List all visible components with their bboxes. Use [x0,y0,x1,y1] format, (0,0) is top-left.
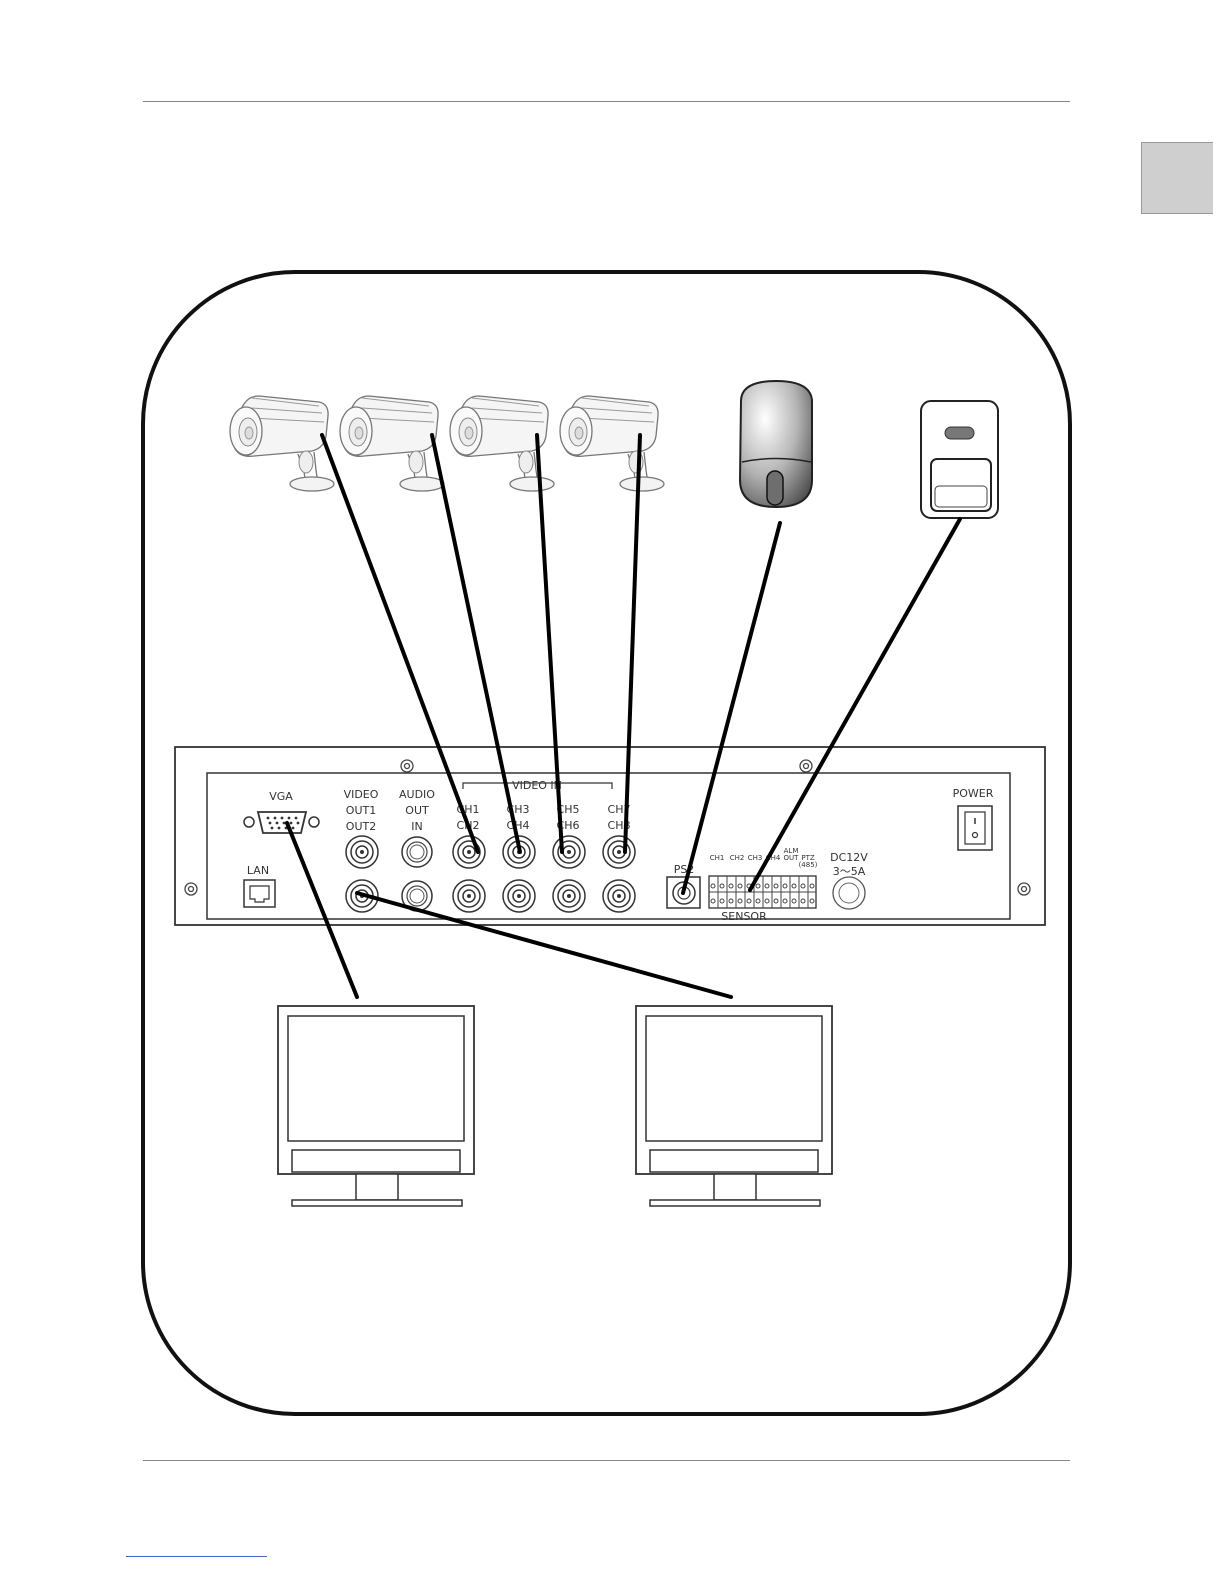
video-in-ch2-port[interactable] [453,880,485,912]
video-in-ch1-port[interactable] [453,836,485,868]
bullet-camera-icon [560,396,664,491]
alm-out-label: OUT [784,854,800,862]
sensor-ch3-label: CH3 [748,854,763,862]
sensor-switch-icon [921,401,998,518]
sensor-ch1-label: CH1 [710,854,725,862]
power-switch[interactable] [958,806,992,850]
bullet-camera-icon [340,396,444,491]
bullet-camera-icon [230,396,334,491]
ptz-485-label: (485) [799,861,818,869]
audio-label-2: OUT [405,804,429,817]
monitor-icon [636,1006,832,1206]
video-out-label-3: OUT2 [346,820,376,833]
mouse-icon [740,381,812,507]
ch4-label: CH4 [507,819,530,832]
video-out1-port[interactable] [346,836,378,868]
lan-label: LAN [247,864,269,877]
dc-label: DC12V [830,851,868,864]
monitor-icon [278,1006,474,1206]
dc-power-jack[interactable] [833,877,865,909]
lan-port[interactable] [244,880,275,907]
video-in-label: VIDEO IN [512,779,562,792]
sensor-terminal-block[interactable] [709,876,816,908]
video-out-label-1: VIDEO [344,788,379,801]
audio-label-3: IN [411,820,422,833]
video-in-ch8-port[interactable] [603,880,635,912]
dvr-rear-panel: VGA LAN VIDEO OUT1 OUT2 AUDIO OUT IN [175,747,1045,925]
video-in-ch4-port[interactable] [503,880,535,912]
audio-out-port[interactable] [402,837,432,867]
video-out-label-2: OUT1 [346,804,376,817]
power-label: POWER [953,787,994,800]
dc-amp-label: 3～5A [833,865,866,878]
sensor-ch2-label: CH2 [730,854,745,862]
vga-label: VGA [269,790,293,803]
video-in-ch5-port[interactable] [553,836,585,868]
sensor-label: SENSOR [721,910,767,923]
video-in-ch7-port[interactable] [603,836,635,868]
video-in-ch6-port[interactable] [553,880,585,912]
audio-label-1: AUDIO [399,788,435,801]
